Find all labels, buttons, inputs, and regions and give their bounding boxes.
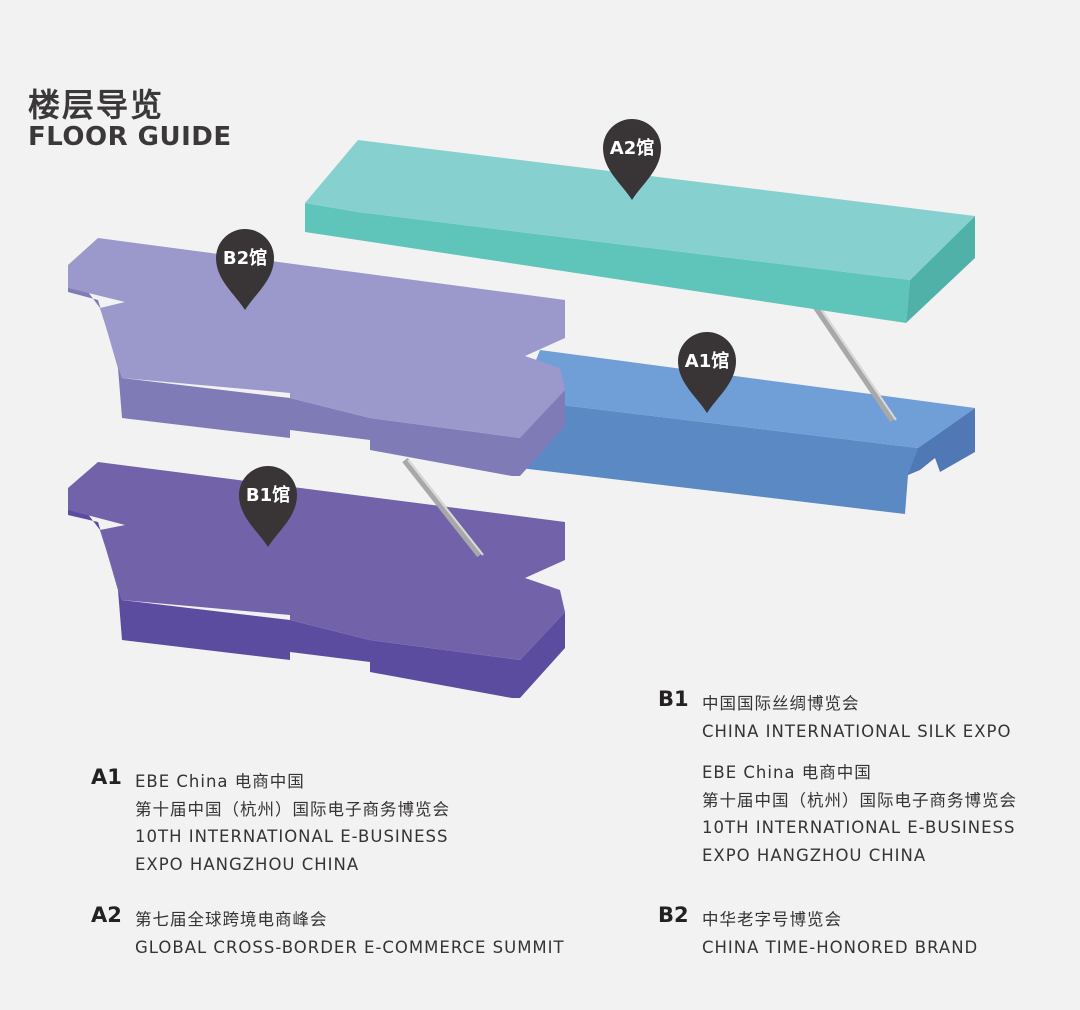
hall-a2-top [305,140,975,280]
legend-line: EXPO HANGZHOU CHINA [135,854,360,874]
hall-b1-front [68,488,565,698]
page-title-en: FLOOR GUIDE [28,122,232,152]
legend-line: EXPO HANGZHOU CHINA [702,845,927,865]
legend-line: EBE China 电商中国 [135,772,305,791]
hall-b2-top [68,238,565,438]
legend-line: 第七届全球跨境电商峰会 [135,910,328,929]
pin-b1-label: B1馆 [246,484,290,506]
map-pin-icon [239,466,297,547]
pin-a1[interactable]: A1馆 [678,332,736,413]
legend-line: 10TH INTERNATIONAL E-BUSINESS [702,818,1016,837]
legend-code: A2 [91,903,122,927]
hall-a1-top [520,350,975,448]
pin-b1[interactable]: B1馆 [239,466,297,547]
hall-a2-side [906,216,975,323]
legend-code: B2 [658,903,689,927]
legend-line: GLOBAL CROSS-BORDER E-COMMERCE SUMMIT [135,937,565,957]
legend-line: CHINA INTERNATIONAL SILK EXPO [702,721,1012,741]
legend-line: 中国国际丝绸博览会 [702,694,860,713]
legend-line: 中华老字号博览会 [702,910,842,929]
legend-line: 第十届中国（杭州）国际电子商务博览会 [702,790,1017,810]
pin-a2[interactable]: A2馆 [603,119,661,200]
hall-a1[interactable] [520,350,975,514]
legend-line: 10TH INTERNATIONAL E-BUSINESS [135,827,449,846]
hall-a2-front [305,203,910,323]
map-pin-icon [603,119,661,200]
legend-line: 第十届中国（杭州）国际电子商务博览会 [135,799,450,819]
pin-b2-label: B2馆 [223,247,267,269]
hall-a1-side [908,408,975,475]
legend-line: EBE China 电商中国 [702,763,872,782]
hall-b2[interactable] [68,238,565,476]
legend-code: B1 [658,687,689,711]
connector-b2-b1 [402,457,483,558]
hall-b1[interactable] [68,462,565,698]
connector-a2-a1 [812,303,896,422]
hall-a2[interactable] [305,140,975,323]
legend-code: A1 [91,765,122,789]
pin-a1-label: A1馆 [685,350,729,372]
pin-b2[interactable]: B2馆 [215,228,274,310]
page-title-cn: 楼层导览 [28,86,165,124]
map-pin-icon [678,332,736,413]
legend-line: CHINA TIME-HONORED BRAND [702,937,979,957]
hall-b1-top [68,462,565,660]
pin-a2-label: A2馆 [610,137,654,159]
hall-b2-front [68,265,565,476]
hall-a1-front [520,400,918,514]
map-pin-icon [215,228,274,310]
